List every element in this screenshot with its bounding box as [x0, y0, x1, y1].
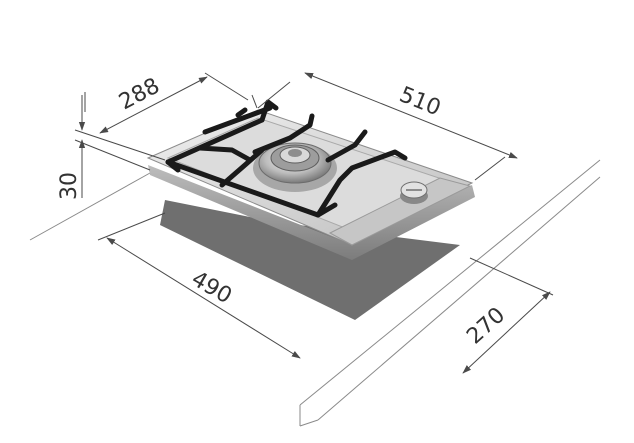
- dimension-width-label: 510: [396, 82, 444, 121]
- control-knob: [400, 181, 428, 204]
- gas-hob: [146, 99, 475, 260]
- dimension-cutout-depth-label: 270: [462, 303, 510, 350]
- cutout-area: [160, 200, 460, 320]
- dimension-cutout-depth: 270: [462, 291, 551, 374]
- dimension-height-label: 30: [57, 172, 82, 200]
- hob-side: [148, 165, 475, 260]
- extension-lines: [74, 72, 554, 296]
- dimension-depth: 288: [99, 74, 208, 134]
- dimension-depth-label: 288: [115, 74, 164, 116]
- countertop-outline: [29, 159, 601, 427]
- dimension-height: 30: [57, 95, 86, 200]
